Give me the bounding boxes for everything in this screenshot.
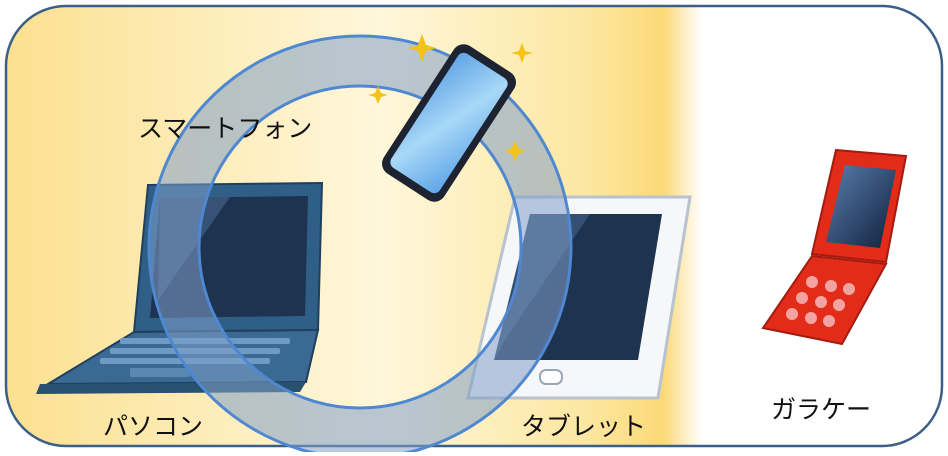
smartphone-illustration (382, 44, 516, 202)
label-tablet: タブレット (521, 412, 647, 441)
feature-phone-illustration (761, 148, 908, 346)
connection-ring (147, 34, 573, 456)
sparkle-icon (368, 34, 533, 162)
label-feature-phone: ガラケー (771, 395, 872, 424)
label-smartphone: スマートフォン (138, 114, 313, 143)
frame-border (4, 4, 944, 448)
label-pc: パソコン (103, 412, 204, 441)
